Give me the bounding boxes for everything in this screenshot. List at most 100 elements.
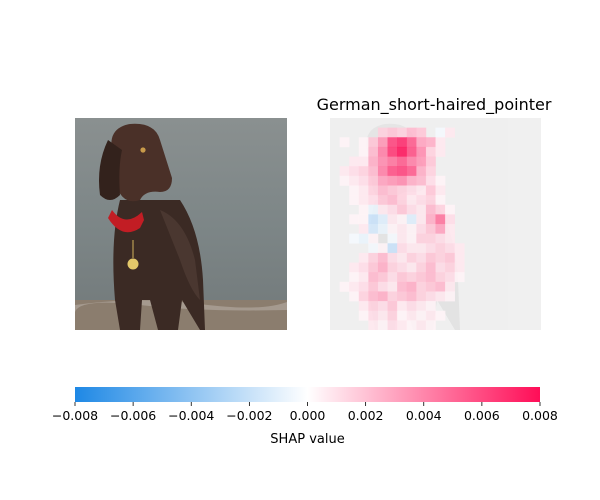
- input-image-panel: [75, 118, 287, 330]
- shap-cell: [387, 195, 398, 206]
- shap-cell: [435, 281, 446, 292]
- shap-cell: [454, 272, 465, 283]
- shap-cell: [397, 291, 408, 302]
- shap-cell: [349, 291, 360, 302]
- shap-cell: [406, 214, 417, 225]
- shap-cell: [445, 127, 455, 138]
- shap-cell: [387, 310, 398, 321]
- shap-cell: [368, 243, 379, 254]
- shap-cell: [368, 272, 379, 283]
- shap-cell: [425, 252, 436, 263]
- shap-cell: [416, 310, 427, 321]
- shap-cell: [377, 204, 388, 215]
- shap-cell: [454, 243, 465, 254]
- shap-cell: [358, 166, 369, 177]
- dog-photo: [75, 118, 287, 330]
- shap-cell: [435, 195, 446, 206]
- shap-cell: [397, 214, 408, 225]
- shap-cell: [387, 146, 398, 157]
- shap-cell: [377, 195, 388, 206]
- shap-cell: [387, 175, 398, 186]
- shap-cell: [358, 175, 369, 186]
- shap-cell: [368, 175, 379, 186]
- shap-cell: [416, 146, 427, 157]
- shap-cell: [349, 262, 360, 273]
- shap-cell: [339, 281, 350, 292]
- shap-cell: [387, 272, 398, 283]
- shap-cell: [358, 252, 369, 263]
- shap-cell: [435, 252, 446, 263]
- shap-cell: [425, 310, 436, 321]
- shap-cell: [406, 262, 417, 273]
- shap-cell: [397, 204, 408, 215]
- shap-cell: [416, 262, 427, 273]
- shap-cell: [377, 127, 388, 138]
- shap-cell: [349, 166, 360, 177]
- shap-cell: [368, 166, 379, 177]
- shap-cell: [358, 233, 369, 244]
- colorbar-tick-label: −0.006: [110, 408, 156, 423]
- shap-cell: [435, 262, 446, 273]
- heatmap-title: German_short-haired_pointer: [317, 95, 552, 115]
- shap-cell: [377, 224, 388, 234]
- shap-cell: [368, 224, 379, 234]
- shap-cell: [406, 243, 417, 254]
- shap-cell: [416, 281, 427, 292]
- shap-cell: [368, 310, 379, 321]
- shap-cell: [397, 233, 408, 244]
- shap-cell: [358, 310, 369, 321]
- shap-cell: [416, 156, 427, 167]
- shap-cell: [377, 175, 388, 186]
- shap-cell: [349, 185, 360, 196]
- shap-cell: [435, 310, 446, 321]
- shap-cell: [416, 166, 427, 177]
- shap-cell: [387, 166, 398, 177]
- shap-cell-grid: [339, 127, 465, 330]
- shap-cell: [377, 166, 388, 177]
- shap-cell: [406, 320, 417, 330]
- shap-cell: [397, 146, 408, 157]
- shap-cell: [349, 272, 360, 283]
- shap-cell: [368, 252, 379, 263]
- shap-cell: [387, 224, 398, 234]
- shap-cell: [387, 291, 398, 302]
- shap-cell: [387, 233, 398, 244]
- shap-cell: [435, 291, 446, 302]
- shap-cell: [406, 166, 417, 177]
- shap-cell: [406, 291, 417, 302]
- shap-cell: [425, 301, 436, 312]
- shap-cell: [435, 175, 446, 186]
- shap-cell: [377, 291, 388, 302]
- shap-cell: [349, 195, 360, 206]
- shap-cell: [397, 175, 408, 186]
- shap-cell: [416, 233, 427, 244]
- shap-cell: [358, 204, 369, 215]
- shap-cell: [425, 166, 436, 177]
- shap-cell: [387, 156, 398, 167]
- shap-cell: [445, 281, 455, 292]
- shap-cell: [397, 252, 408, 263]
- shap-cell: [425, 281, 436, 292]
- shap-cell: [406, 310, 417, 321]
- colorbar-tick-label: 0.004: [406, 408, 442, 423]
- shap-cell: [435, 146, 446, 157]
- shap-cell: [387, 204, 398, 215]
- shap-cell: [406, 127, 417, 138]
- shap-cell: [377, 185, 388, 196]
- shap-cell: [397, 272, 408, 283]
- shap-cell: [368, 281, 379, 292]
- shap-cell: [358, 137, 369, 148]
- shap-cell: [368, 320, 379, 330]
- shap-cell: [445, 252, 455, 263]
- shap-cell: [406, 272, 417, 283]
- shap-cell: [368, 156, 379, 167]
- shap-cell: [358, 272, 369, 283]
- colorbar-label: SHAP value: [270, 432, 344, 447]
- shap-cell: [425, 146, 436, 157]
- shap-cell: [397, 127, 408, 138]
- shap-cell: [425, 233, 436, 244]
- shap-cell: [416, 214, 427, 225]
- shap-cell: [425, 156, 436, 167]
- shap-cell: [339, 175, 350, 186]
- shap-cell: [397, 195, 408, 206]
